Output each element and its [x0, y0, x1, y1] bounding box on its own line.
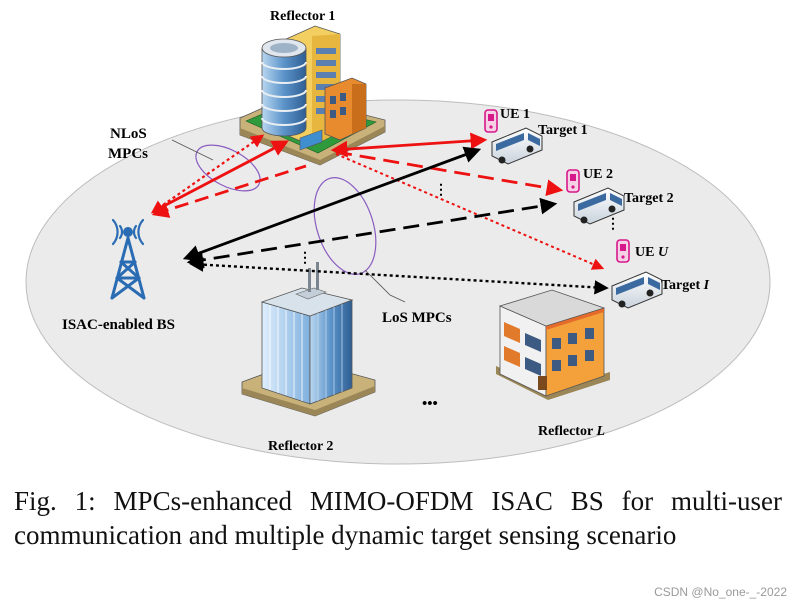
- nlos-label-line2: MPCs: [108, 146, 148, 162]
- mobile-phone-icon: [484, 109, 498, 133]
- more-targets-dots: ⋮: [606, 217, 620, 232]
- mobile-phone-icon: [616, 239, 630, 263]
- nlos-label-line1: NLoS: [110, 126, 147, 142]
- reflector-2-label: Reflector 2: [268, 439, 333, 454]
- bs-label: ISAC-enabled BS: [62, 317, 175, 333]
- more-paths-dots-upper: ⋮: [434, 183, 448, 198]
- figure-caption: Fig. 1: MPCs-enhanced MIMO-OFDM ISAC BS …: [14, 486, 782, 550]
- ue-2-label: UE 2: [583, 167, 613, 182]
- ue-u-prefix: UE: [635, 245, 658, 260]
- ue-u-var: U: [658, 245, 669, 260]
- los-label: LoS MPCs: [382, 310, 452, 326]
- reflector-1-label: Reflector 1: [270, 9, 335, 24]
- los-label-leader: [364, 269, 406, 303]
- mobile-phone-icon: [566, 169, 580, 193]
- target-i-label: Target I: [661, 278, 710, 293]
- more-reflectors-dots: •••: [422, 396, 438, 412]
- ue-u-label: UE U: [635, 245, 669, 260]
- los-paths: [182, 146, 609, 295]
- bus-icon: [611, 271, 663, 309]
- ue-1-label: UE 1: [500, 107, 530, 122]
- reflector-l-prefix: Reflector: [538, 424, 596, 439]
- target-i-prefix: Target: [661, 278, 704, 293]
- base-station-tower-icon: [110, 218, 146, 300]
- isac-scenario-diagram: Reflector 1 Reflector 2 Reflector L NLoS…: [25, 9, 771, 465]
- more-paths-dots-lower: ⋮: [298, 251, 312, 266]
- bus-icon: [491, 127, 543, 165]
- reflector-l-var: L: [595, 424, 605, 439]
- skyscraper-icon: [241, 262, 376, 417]
- reflector-l-label: Reflector L: [538, 424, 605, 439]
- target-i-var: I: [703, 278, 710, 293]
- apartment-building-icon: [496, 289, 610, 400]
- nlos-label-leader: [171, 139, 214, 161]
- bus-icon: [573, 187, 625, 225]
- watermark: CSDN @No_one-_-2022: [654, 585, 787, 599]
- target-1-label: Target 1: [538, 123, 588, 138]
- target-2-label: Target 2: [624, 191, 674, 206]
